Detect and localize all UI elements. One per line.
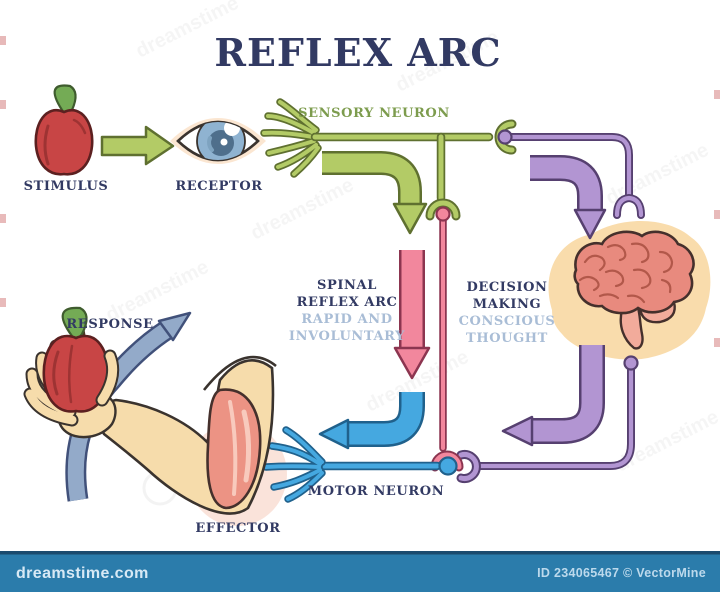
neuron-cell-body — [623, 355, 639, 371]
svg-text:THOUGHT: THOUGHT — [466, 331, 548, 346]
effector-label: EFFECTOR — [195, 521, 280, 536]
svg-text:RAPID AND: RAPID AND — [301, 312, 392, 327]
to-brain-arrow — [530, 168, 607, 240]
motor-neuron — [266, 430, 458, 499]
footer-background — [0, 551, 720, 592]
stimulus-label: STIMULUS — [24, 179, 109, 194]
brain-afferent-neuron — [497, 129, 642, 216]
neuron-cell-body — [435, 206, 451, 222]
effector-arm — [30, 306, 277, 515]
neuron-cell-body — [438, 456, 458, 476]
brain-efferent-neuron — [461, 355, 639, 479]
receptor-label: RECEPTOR — [175, 179, 262, 194]
footer-top-strip — [0, 551, 720, 555]
brain-gyri — [578, 242, 674, 304]
neuron-cell-body — [497, 129, 513, 145]
shoulder-line — [202, 355, 277, 391]
sensory-neuron-label: SENSORY NEURON — [298, 106, 450, 121]
motor-neuron-label: MOTOR NEURON — [308, 484, 444, 499]
receptor-eye — [170, 118, 266, 164]
spinal-reflex-arrow — [393, 250, 431, 380]
sensory-down-arrow — [322, 163, 428, 235]
response-arrowhead — [157, 311, 192, 342]
brain-pathway-caption: DECISION MAKING CONSCIOUS THOUGHT — [459, 280, 556, 346]
stimulus-to-receptor-arrow — [100, 125, 175, 166]
spinal-pathway-caption: SPINAL REFLEX ARC RAPID AND INVOLUNTARY — [289, 278, 405, 344]
motor-down-arrow — [318, 392, 412, 450]
svg-text:SPINAL: SPINAL — [317, 278, 377, 293]
relay-neuron — [435, 206, 459, 468]
stimulus-apple — [34, 84, 94, 176]
svg-text:MAKING: MAKING — [473, 297, 541, 312]
svg-text:DECISION: DECISION — [466, 280, 547, 295]
response-apple — [42, 306, 110, 413]
from-brain-arrow — [501, 345, 592, 447]
svg-text:CONSCIOUS: CONSCIOUS — [459, 314, 556, 329]
image-credit: ID 234065467 © VectorMine — [537, 566, 706, 580]
brand-logo: dreamstime.com — [16, 565, 149, 582]
page-title: REFLEX ARC — [214, 30, 501, 75]
brainstem — [619, 306, 644, 350]
svg-text:REFLEX ARC: REFLEX ARC — [297, 295, 398, 310]
apple-body — [34, 109, 94, 176]
watermark-fragments — [0, 36, 720, 347]
response-label: RESPONSE — [66, 317, 153, 332]
svg-text:INVOLUNTARY: INVOLUNTARY — [289, 329, 405, 344]
response-arrow — [76, 311, 192, 500]
brain — [573, 230, 695, 350]
footer-bar: dreamstime.com ID 234065467 © VectorMine — [0, 551, 720, 592]
